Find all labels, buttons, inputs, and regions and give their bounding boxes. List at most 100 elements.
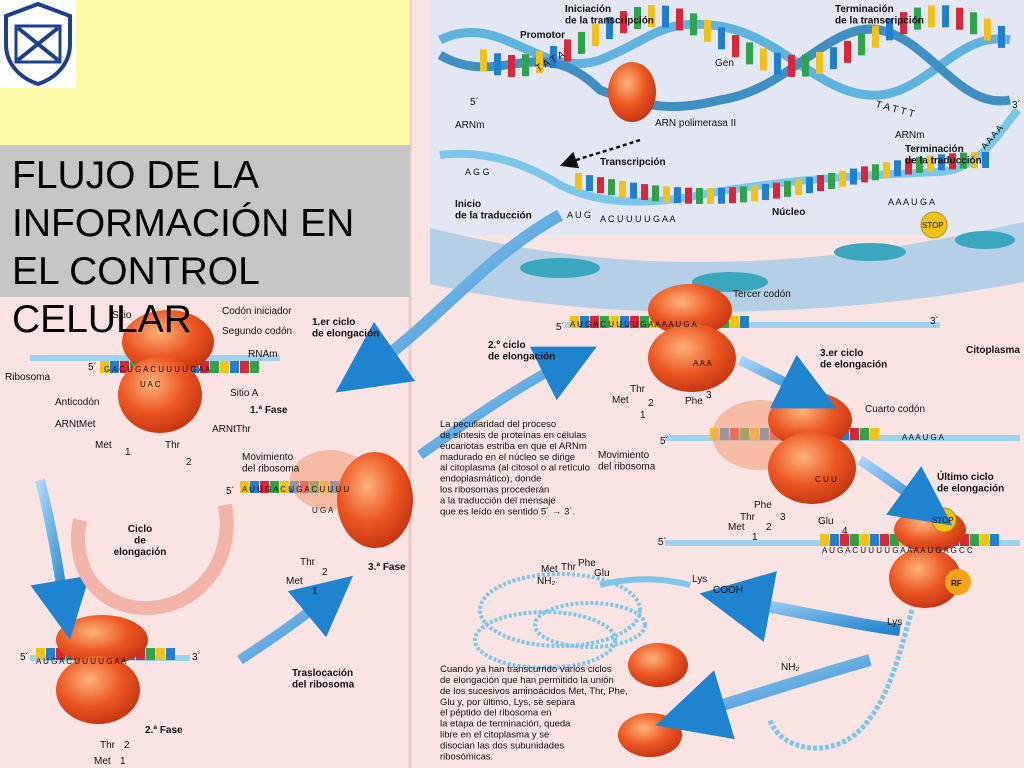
nucleotide-bar bbox=[586, 175, 593, 192]
codon-tile bbox=[620, 316, 629, 328]
codon-tile bbox=[600, 316, 609, 328]
nucleotide-bar bbox=[718, 187, 725, 204]
label-thr-4: Thr bbox=[630, 384, 646, 395]
label-3prime-4: 3´ bbox=[930, 315, 939, 327]
label-met-1: Met bbox=[95, 440, 112, 451]
label-num-2a: 2 bbox=[186, 457, 192, 468]
label-seq-ribo-b: A U U G A C U G A C U U U U bbox=[242, 485, 349, 494]
label-5prime-dna: 5´ bbox=[470, 96, 479, 108]
nucleotide-bar bbox=[522, 54, 529, 77]
codon-tile bbox=[270, 481, 279, 493]
codon-tile bbox=[610, 316, 619, 328]
label-seq-ribo-c: A U G A C U U U U G A A bbox=[36, 657, 127, 666]
export-arrow bbox=[335, 209, 563, 393]
nucleotide-bar bbox=[652, 185, 659, 202]
nucleotide-bar bbox=[872, 25, 879, 48]
label-glu-5: Glu bbox=[818, 516, 834, 527]
label-met-6: Met bbox=[541, 564, 558, 575]
nucleotide-bar bbox=[984, 18, 991, 41]
codon-tile bbox=[870, 428, 879, 440]
label-seq-aaa: A A A U G A bbox=[888, 197, 935, 207]
label-lys-2: Lys bbox=[887, 617, 902, 628]
nucleotide-bar bbox=[886, 18, 893, 41]
label-arnt-thr: ARNtThr bbox=[212, 424, 252, 435]
nucleotide-bar bbox=[806, 177, 813, 194]
mrna-bases bbox=[575, 152, 989, 204]
nucleotide-bar bbox=[784, 180, 791, 197]
paragraph-termination: Cuando ya han transcurrido varios ciclos… bbox=[440, 664, 628, 762]
nucleotide-bar bbox=[914, 7, 921, 30]
label-thr-1: Thr bbox=[165, 440, 181, 451]
codon-tile bbox=[630, 316, 639, 328]
label-arn-polimerasa: ARN polimerasa II bbox=[655, 118, 736, 129]
dna-bases bbox=[480, 5, 1005, 77]
nucleotide-bar bbox=[949, 153, 956, 170]
arrow-icon bbox=[737, 354, 837, 409]
codon-tile bbox=[260, 481, 269, 493]
codon-tile bbox=[830, 534, 839, 546]
codon-tile bbox=[640, 316, 649, 328]
nucleotide-bar bbox=[575, 172, 582, 189]
codon-tile bbox=[840, 534, 849, 546]
nucleotide-bar bbox=[844, 40, 851, 63]
arrow-icon bbox=[237, 575, 354, 665]
codon-tile bbox=[240, 361, 249, 373]
nuclear-pore bbox=[955, 231, 1015, 249]
nucleotide-bar bbox=[828, 172, 835, 189]
label-phe-6: Phe bbox=[578, 558, 596, 569]
label-tercer-codon: Tercer codón bbox=[733, 289, 791, 300]
label-met-5: Met bbox=[728, 522, 745, 533]
codon-tile bbox=[880, 534, 889, 546]
codon-tile bbox=[230, 361, 239, 373]
label-nh2-2: NH₂ bbox=[781, 662, 799, 673]
nucleotide-bar bbox=[578, 31, 585, 54]
codon-tile bbox=[890, 534, 899, 546]
nucleotide-bar bbox=[536, 51, 543, 74]
nucleotide-bar bbox=[998, 25, 1005, 48]
label-num-1e: 1 bbox=[752, 532, 758, 543]
label-met-4: Met bbox=[612, 395, 629, 406]
nucleotide-bar bbox=[619, 180, 626, 197]
nucleotide-bar bbox=[641, 184, 648, 201]
label-met-3: Met bbox=[94, 756, 111, 767]
codon-tile bbox=[56, 648, 65, 660]
label-thr-6: Thr bbox=[561, 562, 577, 573]
label-thr-3: Thr bbox=[100, 740, 116, 751]
nucleotide-bar bbox=[905, 158, 912, 175]
label-stop-nucleus: STOP bbox=[922, 221, 944, 230]
label-5prime-5: 5´ bbox=[660, 435, 669, 447]
nucleotide-bar bbox=[773, 182, 780, 199]
title-panel-grey bbox=[0, 145, 410, 297]
nucleus-area bbox=[430, 0, 1024, 235]
ribosome-icon bbox=[290, 450, 413, 548]
nucleotide-bar bbox=[960, 152, 967, 169]
peptide-chain bbox=[473, 572, 647, 670]
ribosome-icon bbox=[648, 284, 736, 392]
label-nh2-1: NH₂ bbox=[537, 576, 555, 587]
codon-tile bbox=[980, 534, 989, 546]
codon-tile bbox=[156, 648, 165, 660]
codon-tile bbox=[280, 481, 289, 493]
codon-tile bbox=[730, 316, 739, 328]
codon-tile bbox=[210, 361, 219, 373]
nucleotide-bar bbox=[883, 162, 890, 179]
label-citoplasma: Citoplasma bbox=[966, 345, 1020, 356]
codon-tile bbox=[590, 316, 599, 328]
label-stop-cyto: STOP bbox=[932, 516, 954, 525]
nuclear-envelope bbox=[430, 222, 1024, 312]
label-thr-5: Thr bbox=[740, 512, 756, 523]
peptide-chain bbox=[767, 609, 915, 751]
codon-tile bbox=[990, 534, 999, 546]
label-thr-2: Thr bbox=[300, 557, 316, 568]
codon-tile bbox=[570, 316, 579, 328]
